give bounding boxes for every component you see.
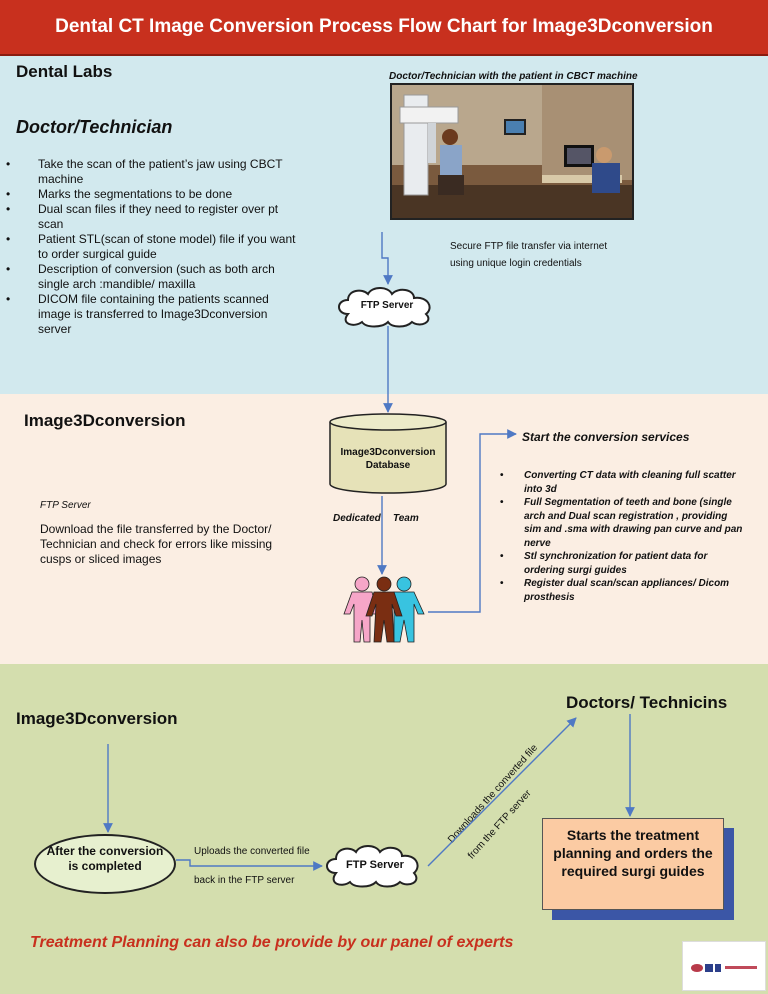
team-word-dedicated: Dedicated <box>333 513 381 524</box>
image3dconversion-header-2: Image3Dconversion <box>16 709 178 728</box>
download-description: Download the file transferred by the Doc… <box>40 522 273 566</box>
transfer-note-1: Secure FTP file transfer via internet <box>450 241 608 252</box>
ftp-server-cloud-bottom <box>326 845 419 888</box>
database-icon <box>329 413 447 494</box>
doctor-task-list: •Take the scan of the patient’s jaw usin… <box>0 157 300 337</box>
upload-note-2: back in the FTP server <box>194 875 295 886</box>
doctors-technicians-header: Doctors/ Technicins <box>566 693 728 712</box>
list-item: •Dual scan files if they need to registe… <box>6 202 279 231</box>
upload-note-1: Uploads the converted file <box>194 846 310 857</box>
conversion-complete-label: After the conversion is completed <box>46 844 164 873</box>
conversion-services-list: •Converting CT data with cleaning full s… <box>497 469 745 604</box>
list-item: •Register dual scan/scan appliances/ Dic… <box>500 578 730 603</box>
dental-labs-header: Dental Labs <box>16 62 113 81</box>
page-title: Dental CT Image Conversion Process Flow … <box>55 16 713 37</box>
database-label-line2: Database <box>365 460 411 471</box>
image3dconversion-header: Image3Dconversion <box>24 411 186 430</box>
list-item: •Converting CT data with cleaning full s… <box>500 470 736 495</box>
database-label: Image3Dconversion Database <box>330 446 446 472</box>
ftp-server-label-top: FTP Server <box>360 300 414 311</box>
services-title: Start the conversion services <box>522 430 690 444</box>
footer-note: Treatment Planning can also be provide b… <box>30 934 514 951</box>
cbct-scene-image <box>390 83 634 220</box>
dental-labs-section <box>0 56 768 394</box>
title-bar <box>0 0 768 56</box>
planning-box-label: Starts the treatment planning and orders… <box>553 827 713 879</box>
list-item: •Patient STL(scan of stone model) file i… <box>6 232 296 261</box>
planning-box <box>542 818 724 910</box>
list-item: •Full Segmentation of teeth and bone (si… <box>500 497 743 549</box>
list-item: •Take the scan of the patient’s jaw usin… <box>6 157 283 186</box>
team-word-team: Team <box>393 513 419 524</box>
team-people-icon <box>343 576 425 643</box>
list-item: •Marks the segmentations to be done <box>6 187 233 201</box>
list-item: •DICOM file containing the patients scan… <box>6 292 269 336</box>
list-item: •Stl synchronization for patient data fo… <box>500 551 708 576</box>
company-logo <box>682 941 766 991</box>
ftp-server-cloud-top <box>338 287 431 328</box>
photo-caption: Doctor/Technician with the patient in CB… <box>389 71 638 82</box>
conversion-complete-node <box>34 834 176 894</box>
transfer-note-2: using unique login credentials <box>450 258 582 269</box>
ftp-server-label-bottom: FTP Server <box>346 859 404 871</box>
ftp-server-subheader: FTP Server <box>40 500 91 511</box>
doctor-technician-header: Doctor/Technician <box>16 117 173 137</box>
database-label-line1: Image3Dconversion <box>340 447 436 458</box>
list-item: •Description of conversion (such as both… <box>6 262 275 291</box>
